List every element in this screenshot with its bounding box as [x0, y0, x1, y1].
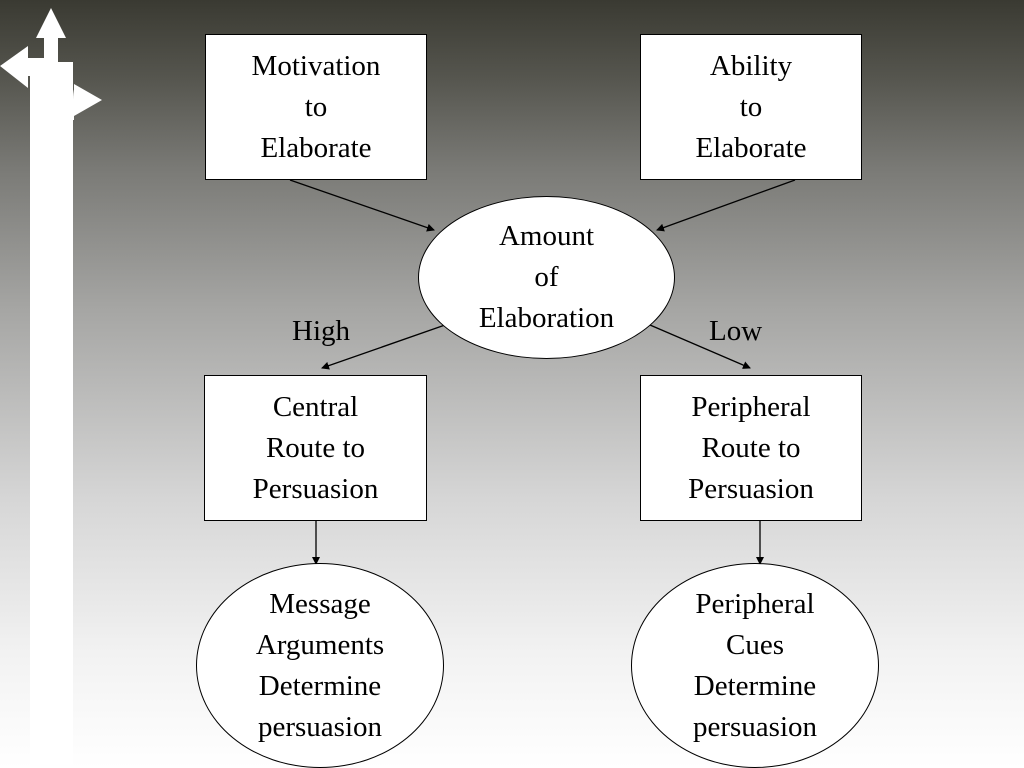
peripheral-route-text: Peripheral Route to Persuasion [688, 390, 814, 505]
motivation-to-elaborate-text: Motivation to Elaborate [251, 49, 381, 164]
arrow-amount-to-peripheral-route [649, 324, 751, 369]
amount-of-elaboration-text: Amount of Elaboration [478, 220, 615, 334]
crossroads-signpost-icon [0, 8, 102, 768]
motivation-to-elaborate-box: Motivation to Elaborate [205, 34, 427, 180]
central-route-box: Central Route to Persuasion [204, 375, 427, 521]
peripheral-route-box: Peripheral Route to Persuasion [640, 375, 862, 521]
peripheral-cues-oval: Peripheral Cues Determine persuasion [631, 563, 879, 768]
arrow-motivation-to-amount [289, 179, 435, 232]
ability-to-elaborate-text: Ability to Elaborate [695, 49, 807, 164]
arrow-ability-to-amount [656, 179, 796, 232]
peripheral-cues-text: Peripheral Cues Determine persuasion [692, 587, 818, 743]
arrow-amount-to-central [321, 324, 446, 370]
ability-to-elaborate-box: Ability to Elaborate [640, 34, 862, 180]
high-label: High [292, 315, 350, 347]
message-arguments-text: Message Arguments Determine persuasion [255, 587, 385, 743]
message-arguments-oval: Message Arguments Determine persuasion [196, 563, 444, 768]
central-route-text: Central Route to Persuasion [252, 390, 379, 505]
amount-of-elaboration-oval: Amount of Elaboration [418, 196, 675, 359]
low-label: Low [709, 315, 763, 347]
